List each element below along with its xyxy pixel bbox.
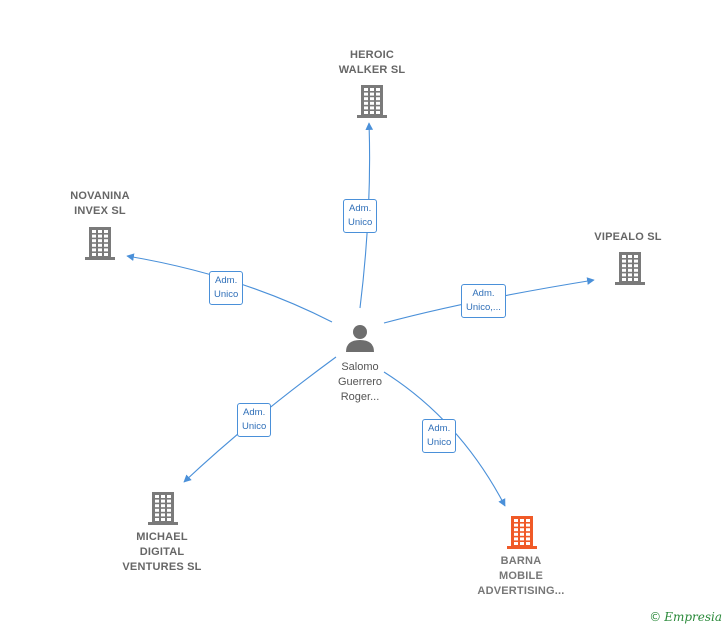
edge-label-novanina[interactable]: Adm. Unico <box>209 271 244 305</box>
empresia-watermark: ©Empresia <box>649 610 722 624</box>
edge-label-michael[interactable]: Adm. Unico <box>237 403 272 437</box>
building-icon <box>85 227 115 260</box>
person-label[interactable]: Salomo Guerrero Roger... <box>337 361 383 403</box>
brand-name: Empresia <box>664 610 722 624</box>
company-label-heroic[interactable]: HEROIC WALKER SL <box>338 49 406 76</box>
building-icon <box>148 492 178 525</box>
edge-label-barna[interactable]: Adm. Unico <box>422 419 457 453</box>
company-label-vipealo[interactable]: VIPEALO SL <box>594 231 662 243</box>
company-label-novanina[interactable]: NOVANINA INVEX SL <box>70 190 130 217</box>
building-icon <box>507 516 537 549</box>
building-icon <box>615 252 645 285</box>
company-label-barna[interactable]: BARNA MOBILE ADVERTISING... <box>477 555 565 597</box>
company-label-michael[interactable]: MICHAEL DIGITAL VENTURES SL <box>122 531 202 573</box>
building-icon <box>357 85 387 118</box>
person-icon <box>346 325 374 352</box>
edge-label-heroic[interactable]: Adm. Unico <box>343 199 378 233</box>
copyright-symbol: © <box>649 610 662 624</box>
edge-label-vipealo[interactable]: Adm. Unico,... <box>461 284 506 318</box>
